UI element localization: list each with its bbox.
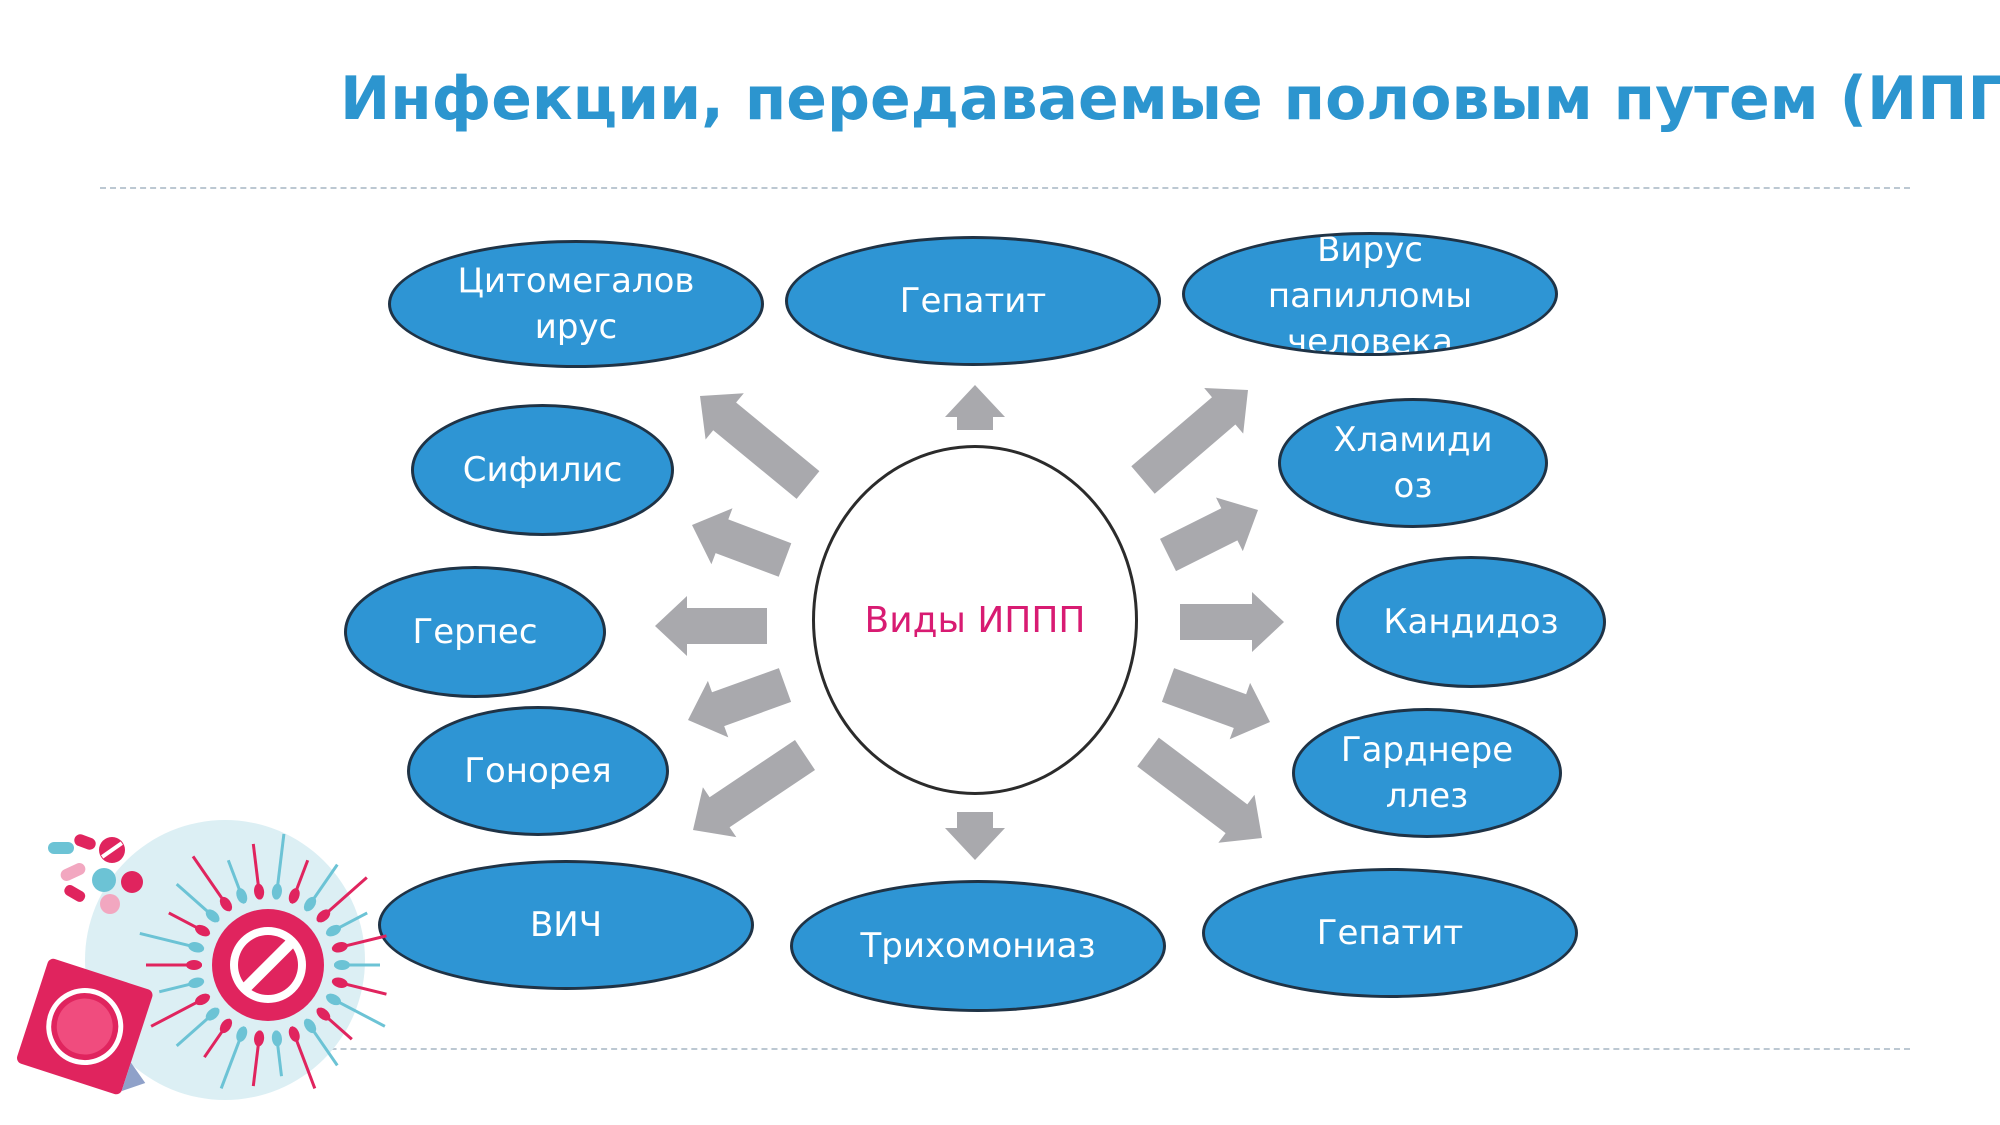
node-hepatitis-top: Гепатит <box>785 236 1161 366</box>
node-candidiasis: Кандидоз <box>1336 556 1606 688</box>
top-divider <box>100 187 1910 189</box>
arrow-right-lower <box>1161 668 1270 740</box>
arrow-up <box>945 385 1005 430</box>
node-trichomoniasis: Трихомониаз <box>790 880 1166 1012</box>
center-circle: Виды ИППП <box>812 445 1138 795</box>
arrow-left-lower <box>688 668 792 738</box>
node-gardnerella: Гарднере ллез <box>1292 708 1562 838</box>
arrow-right <box>1180 592 1284 652</box>
node-gonorrhea: Гонорея <box>407 706 669 836</box>
arrow-down-right <box>1137 737 1262 843</box>
bottom-divider <box>100 1048 1910 1050</box>
node-cytomegalovirus: Цитомегалов ирус <box>388 240 764 368</box>
node-herpes: Герпес <box>344 566 606 698</box>
node-syphilis: Сифилис <box>411 404 674 536</box>
arrow-up-left <box>700 393 820 499</box>
arrow-right-upper <box>1160 497 1258 572</box>
node-hiv: ВИЧ <box>378 860 754 990</box>
arrow-left-upper <box>692 508 792 577</box>
node-hpv: Вирус папилломы человека <box>1182 232 1558 356</box>
node-chlamydia: Хламиди оз <box>1278 398 1548 528</box>
std-illustration-icon <box>17 820 387 1100</box>
node-hepatitis-bottom: Гепатит <box>1202 868 1578 998</box>
arrow-down <box>945 812 1005 860</box>
arrow-up-right <box>1131 388 1248 494</box>
arrow-left <box>655 596 767 656</box>
arrow-down-left <box>693 740 815 838</box>
slide-title: Инфекции, передаваемые половым путем (ИП… <box>340 64 2000 134</box>
